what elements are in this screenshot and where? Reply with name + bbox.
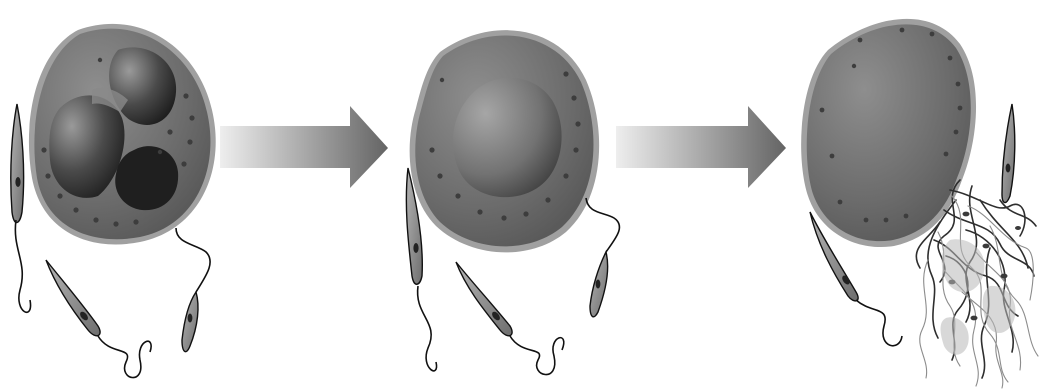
stage-1-parasite-left — [11, 104, 31, 312]
arrow-stage-2-to-3 — [616, 106, 786, 188]
stage-2-group — [406, 30, 619, 374]
stage-3-group — [801, 19, 1038, 388]
stage-2-parasite-right — [586, 198, 619, 317]
stage-3-parasite-right — [1002, 104, 1015, 203]
stage-1-parasite-right — [176, 228, 210, 352]
arrow-stage-1-to-2 — [220, 106, 388, 188]
stage-2-parasite-bottom — [456, 262, 564, 375]
stage-1-parasite-bottom — [46, 260, 151, 378]
stage-1-group — [11, 24, 216, 378]
